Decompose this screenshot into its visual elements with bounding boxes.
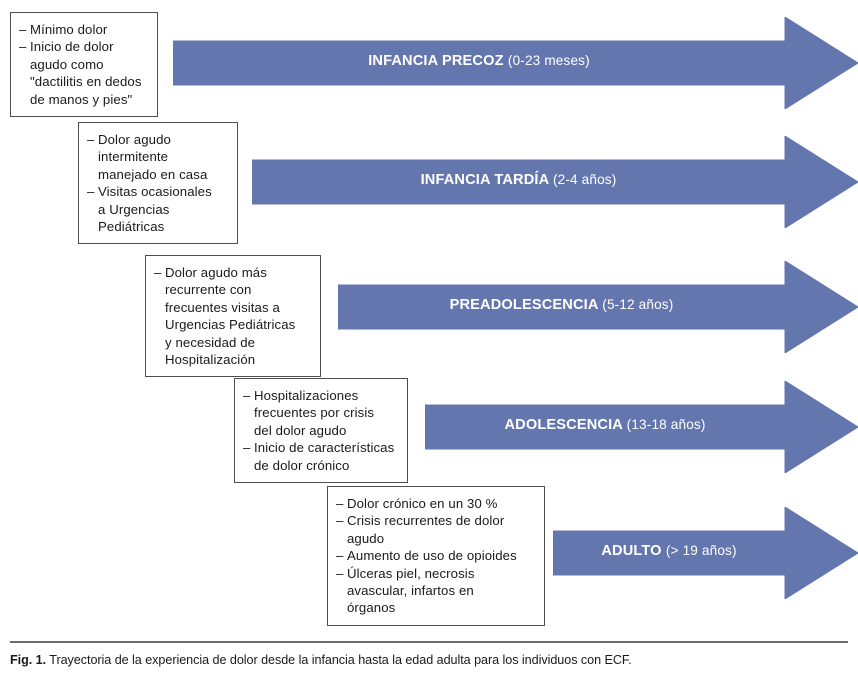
bullet-dash-icon: – <box>243 388 251 403</box>
bullet-dash-icon: – <box>336 496 344 511</box>
stage-note-box-infancia-tardia: – Dolor agudo intermitente manejado en c… <box>78 122 238 245</box>
stage-note-box-adulto: – Dolor crónico en un 30 % – Crisis recu… <box>327 486 545 626</box>
note-list-item: – Dolor agudo intermitente manejado en c… <box>87 131 228 183</box>
arrow-shape-icon <box>425 381 858 473</box>
arrow-shape-icon <box>173 17 858 109</box>
note-item-text: Mínimo dolor <box>30 22 108 37</box>
stage-arrow-infancia-precoz: INFANCIA PRECOZ (0-23 meses) <box>173 17 858 109</box>
note-list-item: – Aumento de uso de opioides <box>336 547 535 564</box>
bullet-dash-icon: – <box>336 565 344 581</box>
bullet-dash-icon: – <box>19 39 27 55</box>
note-item-text: Crisis recurrentes de dolor agudo <box>347 513 505 546</box>
stage-arrow-preadolescencia: PREADOLESCENCIA (5-12 años) <box>338 261 858 353</box>
bullet-dash-icon: – <box>154 265 162 280</box>
note-item-text: Inicio de características de dolor cróni… <box>254 440 395 473</box>
note-list-item: – Dolor agudo más recurrente con frecuen… <box>154 264 311 368</box>
note-list-item: – Úlceras piel, necrosis avascular, infa… <box>336 565 535 617</box>
stage-arrow-adulto: ADULTO (> 19 años) <box>553 507 858 599</box>
note-item-text: Visitas ocasionales a Urgencias Pediátri… <box>98 184 212 235</box>
note-item-text: Inicio de dolor agudo como "dactilitis e… <box>30 39 142 107</box>
stage-note-box-preadolescencia: – Dolor agudo más recurrente con frecuen… <box>145 255 321 378</box>
note-item-text: Úlceras piel, necrosis avascular, infart… <box>347 565 475 616</box>
note-list-item: – Inicio de características de dolor cró… <box>243 439 398 474</box>
note-list-item: – Hospitalizaciones frecuentes por crisi… <box>243 387 398 439</box>
arrow-shape-icon <box>338 261 858 353</box>
figure-canvas: INFANCIA PRECOZ (0-23 meses) INFANCIA TA… <box>10 12 858 626</box>
figure-caption-block: Fig. 1. Trayectoria de la experiencia de… <box>10 641 848 668</box>
stage-note-box-infancia-precoz: – Mínimo dolor – Inicio de dolor agudo c… <box>10 12 158 118</box>
note-item-text: Aumento de uso de opioides <box>347 548 517 564</box>
note-item-text: Dolor agudo intermitente manejado en cas… <box>98 132 208 182</box>
stage-arrow-adolescencia: ADOLESCENCIA (13-18 años) <box>425 381 858 473</box>
bullet-dash-icon: – <box>87 184 95 200</box>
note-item-text: Dolor agudo más recurrente con frecuente… <box>165 265 296 368</box>
note-item-text: Hospitalizaciones frecuentes por crisis … <box>254 388 375 438</box>
stage-arrow-infancia-tardia: INFANCIA TARDÍA (2-4 años) <box>252 136 858 228</box>
bullet-dash-icon: – <box>336 548 344 564</box>
note-list-item: – Visitas ocasionales a Urgencias Pediát… <box>87 183 228 235</box>
figure-number-label: Fig. 1. <box>10 652 47 667</box>
note-item-text: Dolor crónico en un 30 % <box>347 496 498 511</box>
bullet-dash-icon: – <box>243 440 251 456</box>
stage-note-box-adolescencia: – Hospitalizaciones frecuentes por crisi… <box>234 378 408 484</box>
note-list-item: – Dolor crónico en un 30 % <box>336 495 535 512</box>
bullet-dash-icon: – <box>87 132 95 147</box>
note-list-item: – Crisis recurrentes de dolor agudo <box>336 512 535 547</box>
note-list-item: – Inicio de dolor agudo como "dactilitis… <box>19 38 148 108</box>
bullet-dash-icon: – <box>336 513 344 529</box>
arrow-shape-icon <box>252 136 858 228</box>
caption-divider <box>10 641 848 643</box>
note-list-item: – Mínimo dolor <box>19 21 148 38</box>
figure-caption: Fig. 1. Trayectoria de la experiencia de… <box>10 652 848 668</box>
bullet-dash-icon: – <box>19 22 27 37</box>
figure-caption-text: Trayectoria de la experiencia de dolor d… <box>49 652 632 667</box>
arrow-shape-icon <box>553 507 858 599</box>
